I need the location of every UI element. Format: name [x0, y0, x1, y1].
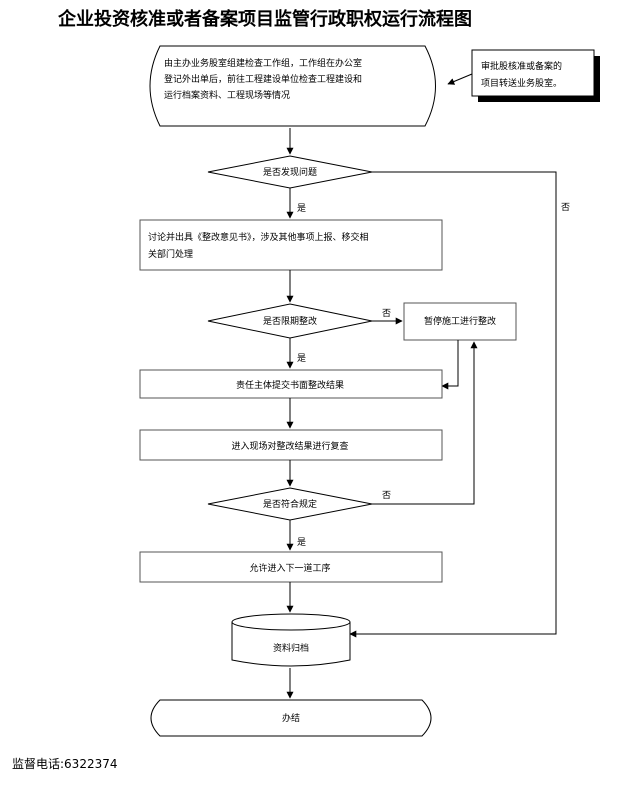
- label-no-deadline: 否: [382, 308, 391, 319]
- step-submit-label: 责任主体提交书面整改结果: [236, 379, 344, 391]
- step-discuss-line-2: 关部门处理: [148, 248, 193, 260]
- decision-problem-label: 是否发现问题: [263, 166, 317, 178]
- arrow-suspend-submit: [441, 340, 459, 390]
- note-line-1: 审批股核准或备案的: [481, 60, 562, 72]
- step-suspend-label: 暂停施工进行整改: [424, 315, 496, 327]
- decision-comply-label: 是否符合规定: [263, 498, 317, 510]
- start-node: 由主办业务股室组建检查工作组，工作组在办公室 登记外出单后，前往工程建设单位检查…: [149, 45, 436, 127]
- step-recheck-label: 进入现场对整改结果进行复查: [231, 440, 348, 452]
- step-suspend: 暂停施工进行整改: [403, 302, 517, 341]
- label-no-problem: 否: [561, 202, 570, 213]
- label-yes-deadline: 是: [297, 353, 306, 364]
- decision-comply: 是否符合规定: [207, 487, 373, 521]
- decision-problem: 是否发现问题: [207, 155, 373, 189]
- step-next-label: 允许进入下一道工序: [249, 562, 330, 574]
- decision-deadline: 是否限期整改: [207, 303, 373, 339]
- decision-deadline-label: 是否限期整改: [263, 315, 317, 327]
- end-label: 办结: [282, 712, 300, 724]
- step-discuss: 讨论并出具《整改意见书》，涉及其他事项上报、移交相 关部门处理: [139, 219, 443, 271]
- step-submit: 责任主体提交书面整改结果: [139, 369, 443, 399]
- start-line-1: 由主办业务股室组建检查工作组，工作组在办公室: [164, 57, 362, 69]
- note-line-2: 项目转送业务股室。: [481, 77, 562, 89]
- label-yes-problem: 是: [297, 203, 306, 214]
- arrow-comply-no: [372, 341, 478, 505]
- note-box: 审批股核准或备案的 项目转送业务股室。: [471, 49, 600, 102]
- label-no-comply: 否: [382, 490, 391, 501]
- step-next: 允许进入下一道工序: [139, 551, 443, 583]
- page-title: 企业投资核准或者备案项目监管行政职权运行流程图: [57, 8, 472, 30]
- archive-node: 资料归档: [231, 613, 351, 667]
- end-node: 办结: [150, 699, 432, 737]
- step-discuss-line-1: 讨论并出具《整改意见书》，涉及其他事项上报、移交相: [148, 231, 369, 243]
- note-arrow: [447, 73, 473, 85]
- start-line-3: 运行档案资料、工程现场等情况: [164, 89, 290, 101]
- label-yes-comply: 是: [297, 537, 306, 548]
- supervision-phone: 监督电话:6322374: [12, 756, 118, 771]
- step-recheck: 进入现场对整改结果进行复查: [139, 429, 443, 461]
- arrow-problem-no: [349, 171, 557, 638]
- archive-label: 资料归档: [273, 642, 309, 654]
- start-line-2: 登记外出单后，前往工程建设单位检查工程建设和: [164, 73, 362, 85]
